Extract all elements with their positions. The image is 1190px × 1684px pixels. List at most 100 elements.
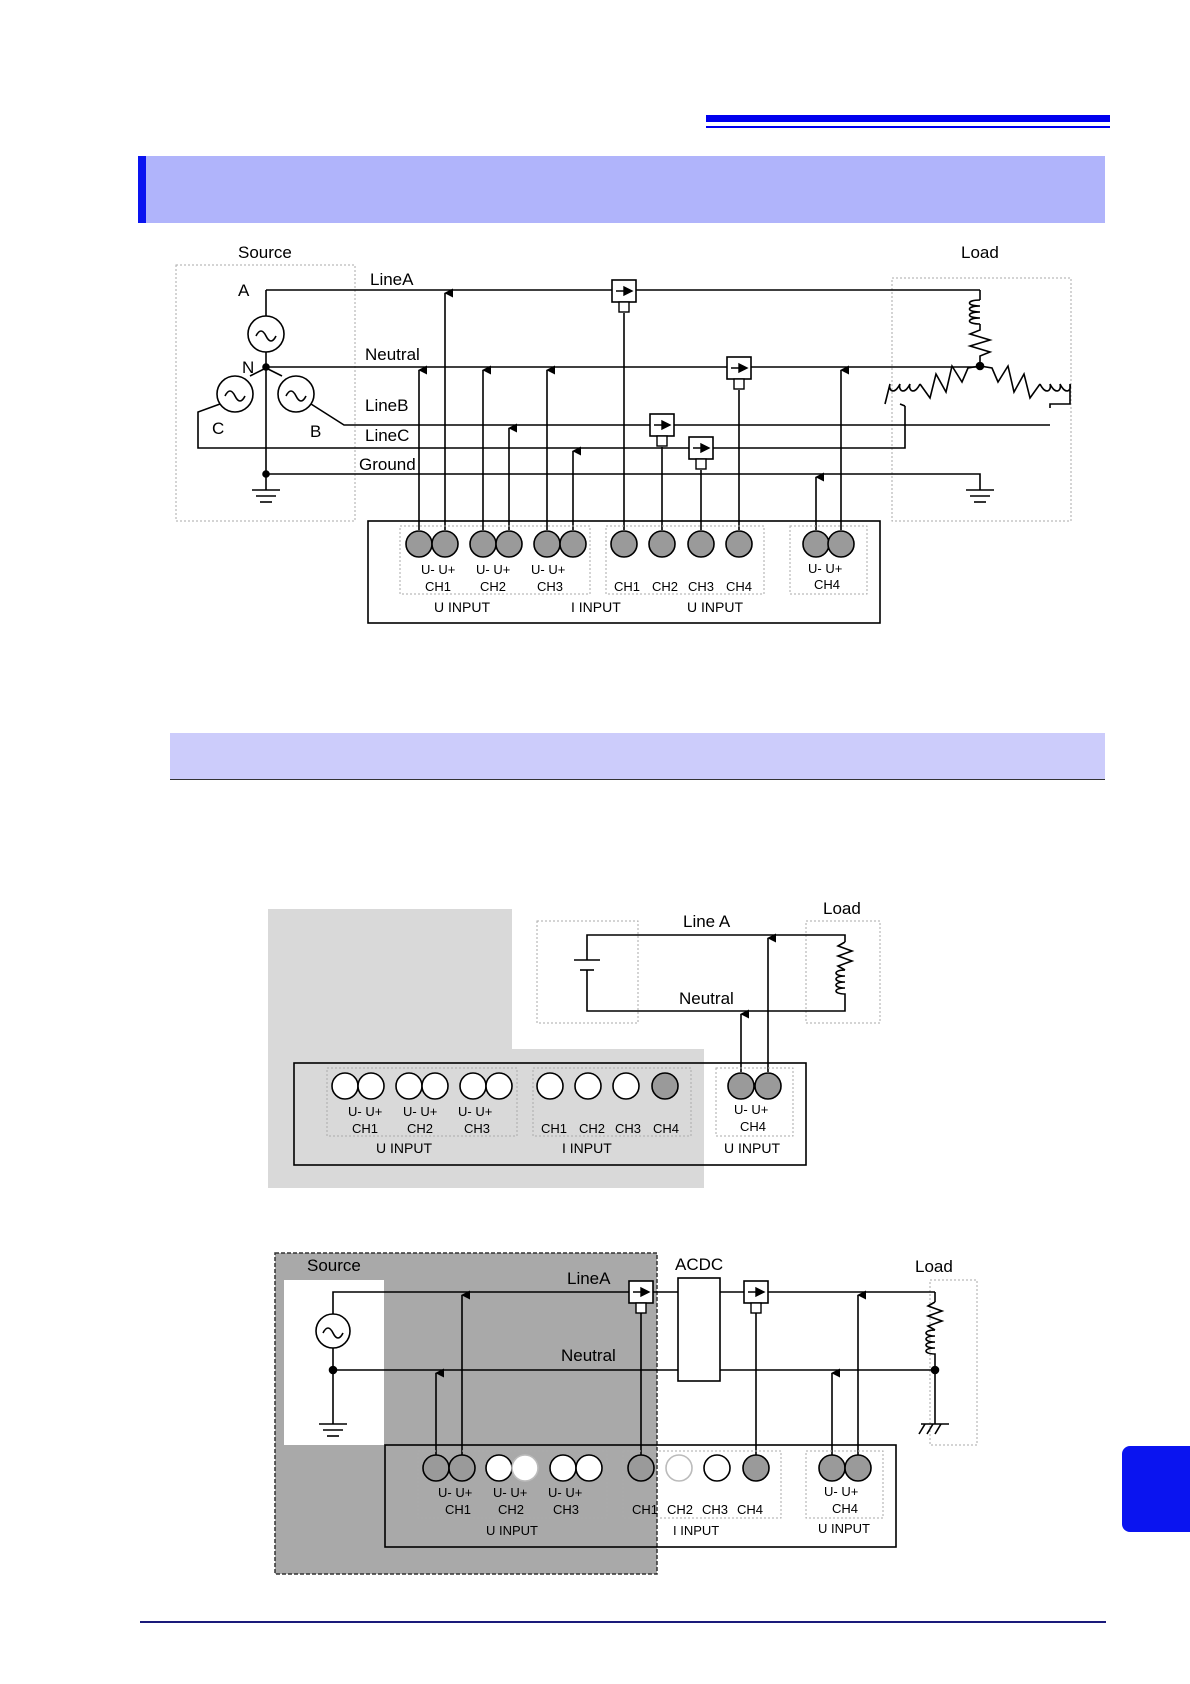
line-a-label-3: LineA bbox=[567, 1269, 611, 1288]
u-ch2-term-label-3: U- U+ bbox=[493, 1485, 527, 1500]
source-frame-3 bbox=[284, 1280, 384, 1445]
i-ch1-label: CH1 bbox=[614, 579, 640, 594]
load-resistor-a bbox=[967, 324, 993, 366]
load-label: Load bbox=[961, 243, 999, 262]
load-frame-3 bbox=[929, 1279, 978, 1446]
phase-b-label: B bbox=[310, 422, 321, 441]
u-ch1-term-label: U- U+ bbox=[421, 562, 455, 577]
clamp-sensor-ch2-icon bbox=[649, 413, 675, 447]
footer-rule bbox=[140, 1621, 1106, 1623]
i-terminal-ch3 bbox=[687, 530, 715, 558]
instrument-panel-3 bbox=[384, 1444, 897, 1548]
i-input-label: I INPUT bbox=[571, 599, 621, 615]
u-terminal-ch2-plus bbox=[495, 530, 523, 558]
u-ch3-label-3: CH3 bbox=[553, 1502, 579, 1517]
u-terminal-ch2-minus bbox=[469, 530, 497, 558]
i-ch1-label-2: CH1 bbox=[541, 1121, 567, 1136]
top-rule-thick bbox=[706, 115, 1110, 122]
load-inductor-2 bbox=[835, 969, 846, 1004]
source-a-icon bbox=[247, 315, 285, 353]
section-header-band bbox=[170, 733, 1105, 779]
u-terminal-ch3-minus bbox=[533, 530, 561, 558]
u-ch1-label-2: CH1 bbox=[352, 1121, 378, 1136]
u-ch4-term-label-3: U- U+ bbox=[824, 1484, 858, 1499]
u-terminal-ch4-plus bbox=[827, 530, 855, 558]
clamp-sensor-ch4-icon bbox=[726, 356, 752, 390]
i-ch4-label-3: CH4 bbox=[737, 1502, 763, 1517]
u-ch4-label: CH4 bbox=[814, 577, 840, 592]
load-inductor-a bbox=[968, 299, 981, 325]
u-ch2-label: CH2 bbox=[480, 579, 506, 594]
line-a-label: LineA bbox=[370, 270, 414, 289]
i-ch1-label-3: CH1 bbox=[632, 1502, 658, 1517]
u-terminal-ch4-minus bbox=[802, 530, 830, 558]
load-label-2: Load bbox=[823, 899, 861, 918]
u-terminal-ch3-plus bbox=[559, 530, 587, 558]
ground-label: Ground bbox=[359, 455, 416, 474]
line-c-label: LineC bbox=[365, 426, 409, 445]
acdc-converter-box bbox=[677, 1277, 721, 1382]
u-ch3-label-2: CH3 bbox=[464, 1121, 490, 1136]
i-ch2-label: CH2 bbox=[652, 579, 678, 594]
side-tab bbox=[1122, 1446, 1190, 1532]
unused-area-shade bbox=[268, 909, 704, 1188]
i-terminal-ch4 bbox=[725, 530, 753, 558]
i-ch2-label-3: CH2 bbox=[667, 1502, 693, 1517]
load-inductor-3 bbox=[925, 1329, 936, 1370]
u-ch1-label-3: CH1 bbox=[445, 1502, 471, 1517]
source-c-icon bbox=[216, 375, 254, 413]
u-input-label-2: U INPUT bbox=[376, 1140, 432, 1156]
chapter-header-band bbox=[138, 156, 1105, 223]
u-ch3-label: CH3 bbox=[537, 579, 563, 594]
u-input-ch4-label-3: U INPUT bbox=[818, 1521, 870, 1536]
u-ch2-term-label-2: U- U+ bbox=[403, 1104, 437, 1119]
source-frame bbox=[175, 264, 356, 522]
load-resistor-b bbox=[979, 363, 1041, 400]
phase-a-label: A bbox=[238, 281, 250, 300]
u-terminal-ch1-plus bbox=[431, 530, 459, 558]
u-input-label: U INPUT bbox=[434, 599, 490, 615]
instrument-panel-2 bbox=[293, 1062, 807, 1166]
load-inductor-b bbox=[1039, 383, 1072, 408]
top-rule-thin bbox=[706, 126, 1110, 128]
u-input-ch4-label: U INPUT bbox=[687, 599, 743, 615]
neutral-label-3: Neutral bbox=[561, 1346, 616, 1365]
section-header-rule bbox=[170, 779, 1105, 780]
u-ch2-term-label: U- U+ bbox=[476, 562, 510, 577]
instrument-panel bbox=[367, 520, 881, 624]
neutral-label-2: Neutral bbox=[679, 989, 734, 1008]
source-b-icon bbox=[277, 375, 315, 413]
u-ch3-term-label-2: U- U+ bbox=[458, 1104, 492, 1119]
i-ch4-label: CH4 bbox=[726, 579, 752, 594]
u-ch1-term-label-2: U- U+ bbox=[348, 1104, 382, 1119]
chapter-header-marker bbox=[138, 156, 146, 223]
clamp-sensor-ch3-icon bbox=[688, 436, 714, 470]
u-ch4-term-label: U- U+ bbox=[808, 561, 842, 576]
load-label-3: Load bbox=[915, 1257, 953, 1276]
diagram-acdc: Source LineA ACDC Load Neutral bbox=[274, 1252, 978, 1575]
load-frame bbox=[891, 277, 1072, 522]
u-ch1-label: CH1 bbox=[425, 579, 451, 594]
u-ch3-term-label: U- U+ bbox=[531, 562, 565, 577]
u-input-ch4-label-2: U INPUT bbox=[724, 1140, 780, 1156]
u-ch4-label-2: CH4 bbox=[740, 1119, 766, 1134]
u-ch2-label-2: CH2 bbox=[407, 1121, 433, 1136]
i-ch3-label: CH3 bbox=[688, 579, 714, 594]
load-resistor-c bbox=[919, 363, 981, 400]
i-input-label-3: I INPUT bbox=[673, 1523, 719, 1538]
u-ch4-label-3: CH4 bbox=[832, 1501, 858, 1516]
u-terminal-ch1-minus bbox=[405, 530, 433, 558]
u-ch2-label-3: CH2 bbox=[498, 1502, 524, 1517]
acdc-label: ACDC bbox=[675, 1255, 723, 1274]
u-ch3-term-label-3: U- U+ bbox=[548, 1485, 582, 1500]
load-resistor-3 bbox=[925, 1301, 945, 1331]
line-a-label-2: Line A bbox=[683, 912, 731, 931]
i-input-label-2: I INPUT bbox=[562, 1140, 612, 1156]
diagram-3p4w: Source Load A N C B LineA Neutral LineB … bbox=[175, 243, 1072, 624]
i-ch4-label-2: CH4 bbox=[653, 1121, 679, 1136]
neutral-label: Neutral bbox=[365, 345, 420, 364]
clamp-sensor-ch1-icon bbox=[611, 279, 637, 313]
u-input-label-3: U INPUT bbox=[486, 1523, 538, 1538]
u-terminal-ch4-minus-2 bbox=[727, 1072, 755, 1100]
